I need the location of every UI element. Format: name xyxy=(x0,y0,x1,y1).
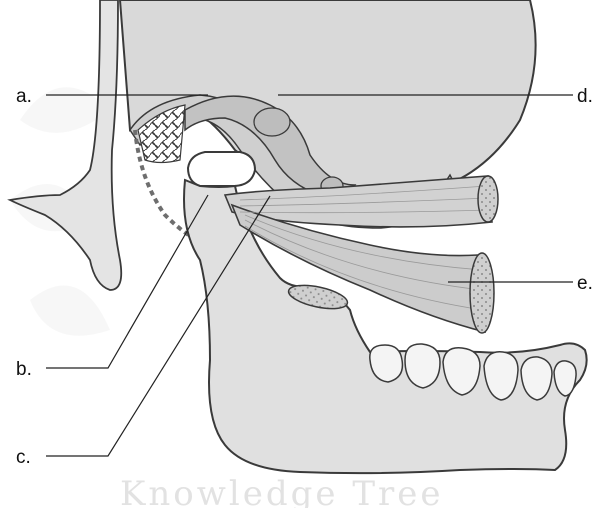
muscle-cut-upper xyxy=(478,176,498,222)
styloid-process xyxy=(10,0,121,290)
disc-bulge-upper xyxy=(254,108,290,136)
condyle-head xyxy=(188,152,255,186)
label-d: d. xyxy=(577,86,593,107)
label-e: e. xyxy=(577,273,593,294)
label-c: c. xyxy=(16,447,31,468)
label-b: b. xyxy=(16,359,32,380)
muscle-cut-lower xyxy=(470,253,494,333)
label-a: a. xyxy=(16,86,32,107)
watermark-text: Knowledge Tree xyxy=(120,474,444,508)
